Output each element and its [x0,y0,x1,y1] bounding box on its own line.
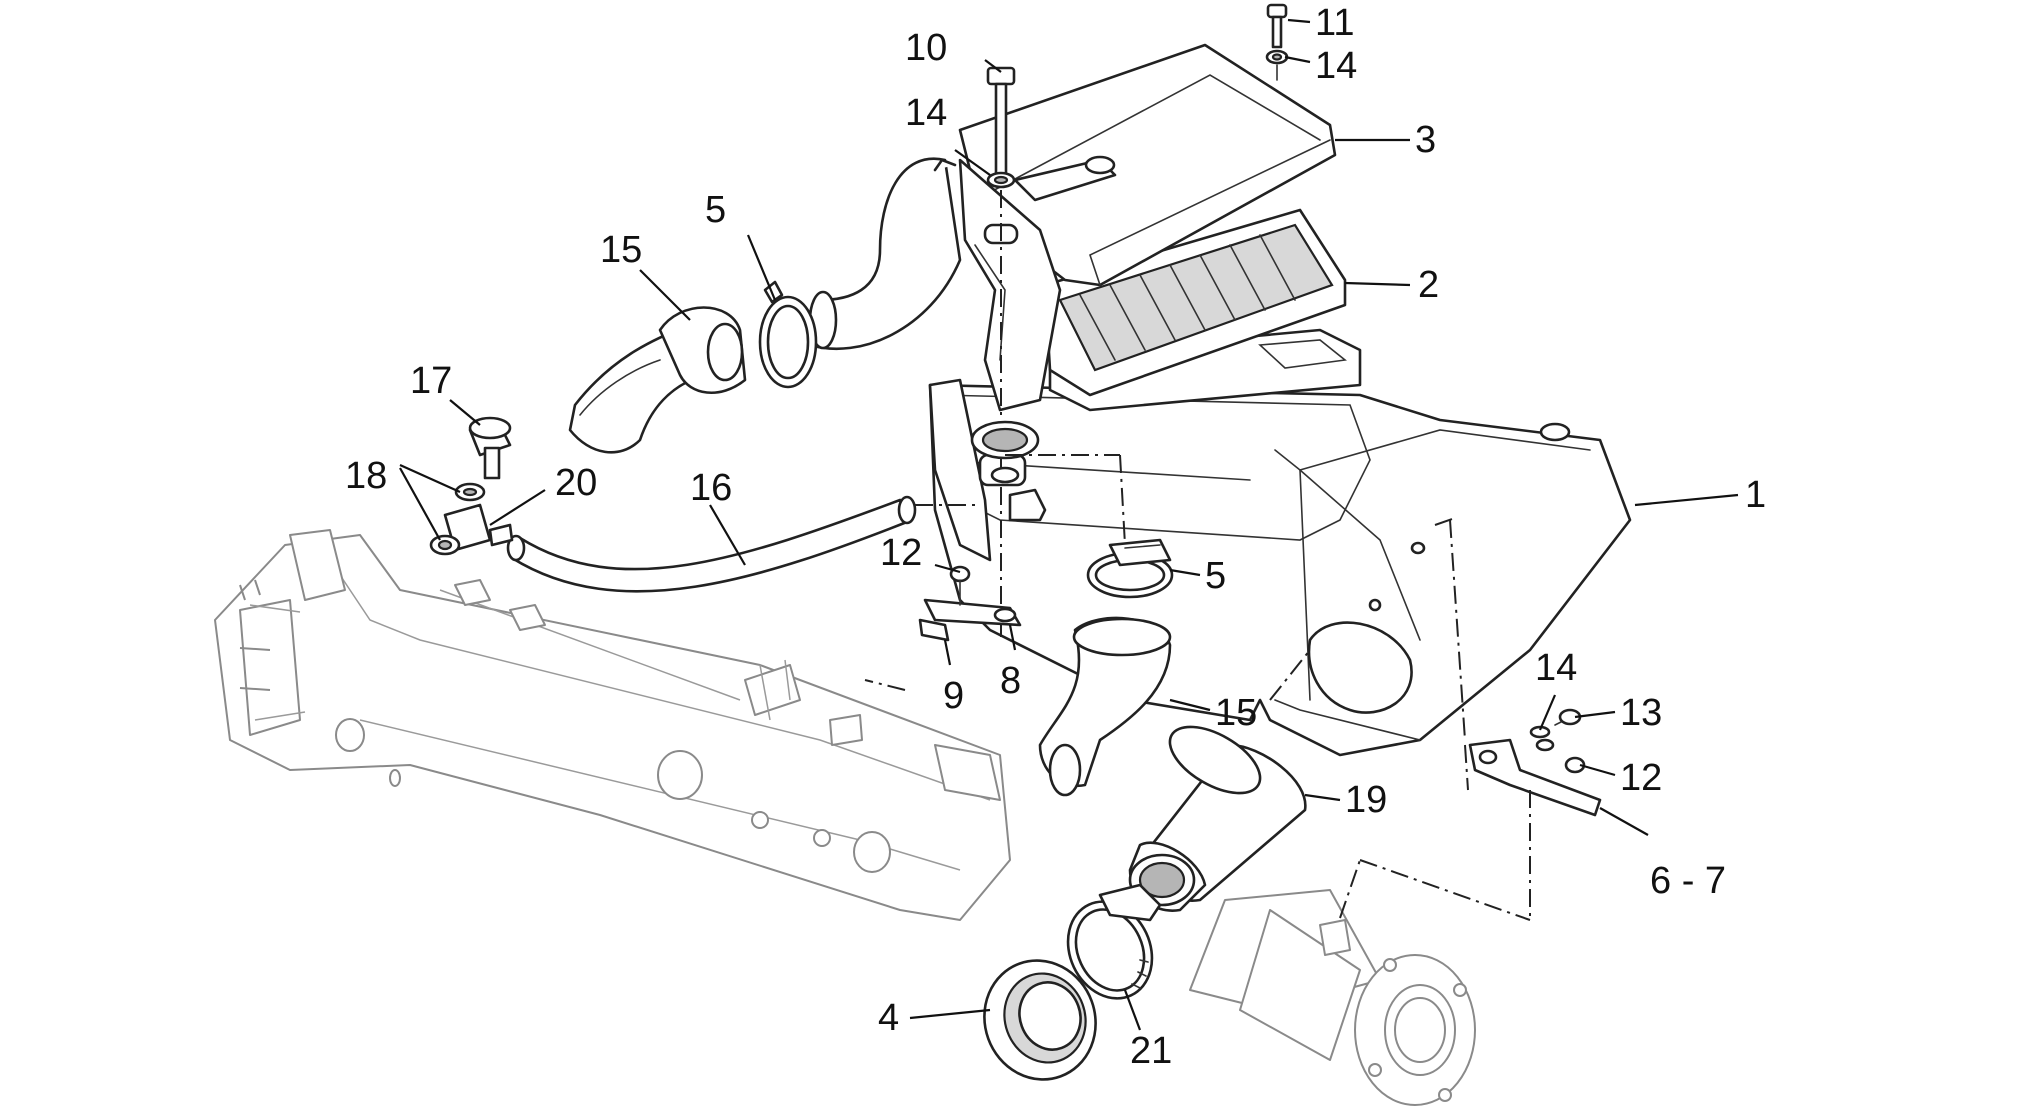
label-part-5-upper: 5 [705,189,726,231]
clamp-ring-upper [758,280,818,389]
label-part-17: 17 [410,360,452,402]
bolt-top-right [1265,3,1289,81]
clamp-ring-lower [1086,538,1174,599]
label-part-8: 8 [1000,660,1021,702]
label-part-11: 11 [1315,2,1354,44]
label-part-6-7: 6 - 7 [1650,860,1726,902]
breather-hose [506,495,975,593]
hose-clamp [1066,883,1162,1000]
label-part-16: 16 [690,467,732,509]
breather-fitting [429,416,514,556]
label-part-21: 21 [1130,1030,1172,1072]
label-part-12-left: 12 [880,532,922,574]
label-part-2: 2 [1418,264,1439,306]
upper-hose [568,306,747,454]
label-part-13: 13 [1620,692,1662,734]
part-labels: 1 2 3 4 5 5 6 - 7 8 9 10 11 12 12 13 14 … [345,2,1766,1072]
label-part-18: 18 [345,455,387,497]
filter-element [1043,208,1347,397]
label-part-20: 20 [555,462,597,504]
airbox-outlet [970,420,1126,546]
label-part-4: 4 [878,997,899,1039]
side-bracket [1434,517,1602,920]
label-part-15-upper: 15 [600,229,642,271]
label-part-14-top-right: 14 [1315,45,1357,87]
airbox-cover [958,43,1337,412]
label-part-15-lower: 15 [1215,692,1257,734]
label-part-10: 10 [905,27,947,69]
frame-ghost [214,529,1011,921]
label-part-14-upper: 14 [905,92,947,134]
label-part-3: 3 [1415,119,1436,161]
label-part-14-lower-right: 14 [1535,647,1577,689]
label-part-12-right: 12 [1620,757,1662,799]
label-part-1: 1 [1745,474,1766,516]
cover-intake-duct [808,157,962,350]
lower-hose [1038,616,1172,797]
label-part-9: 9 [943,675,964,717]
label-part-5-lower: 5 [1205,555,1226,597]
throttle-body-ghost [1189,859,1531,1106]
leader-lines [399,18,1739,1031]
label-part-19: 19 [1345,779,1387,821]
rubber-ring [983,959,1097,1081]
